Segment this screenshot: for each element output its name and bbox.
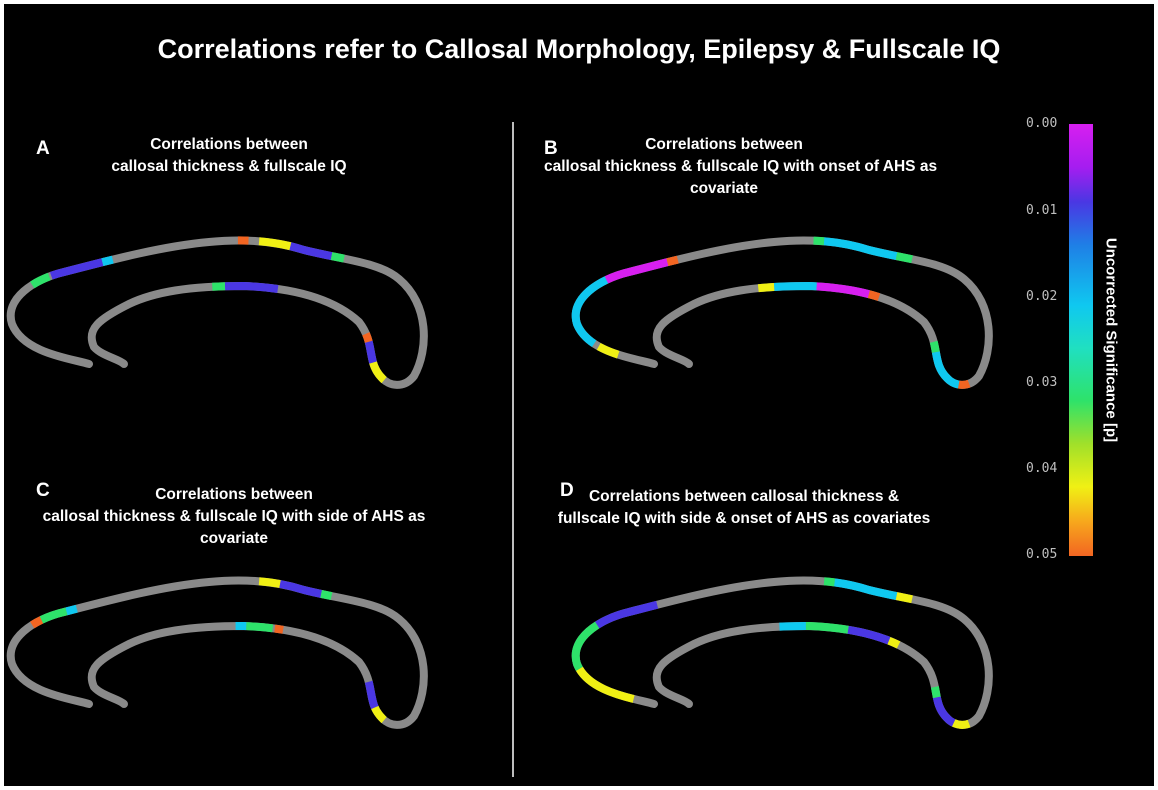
callosum-outline	[571, 576, 993, 729]
panel-c-title-line-2: callosal thickness & fullscale IQ with s…	[42, 508, 426, 525]
figure-title: Correlations refer to Callosal Morpholog…	[157, 34, 1001, 64]
panel-c-title-line-1: Correlations between	[155, 486, 313, 503]
colorbar-tick-5: 0.05	[1026, 547, 1058, 562]
callosum-outline	[6, 576, 428, 729]
callosum-panel-c	[6, 576, 428, 729]
callosum-b-group	[571, 236, 993, 389]
panel-b-letter: B	[544, 138, 558, 159]
colorbar-tick-0: 0.00	[1026, 116, 1058, 131]
callosum-outline	[571, 236, 993, 389]
colorbar-tick-2: 0.02	[1026, 289, 1058, 304]
significance-segment	[6, 236, 428, 389]
panel-d-title-line-2: fullscale IQ with side & onset of AHS as…	[557, 510, 931, 527]
colorbar-tick-4: 0.04	[1026, 461, 1058, 476]
panel-d-title: Correlations between callosal thickness …	[544, 486, 944, 530]
callosum-a-group	[6, 236, 428, 389]
colorbar-label: Uncorrected Significance [p]	[1102, 237, 1120, 443]
panel-b-title-line-3: covariate	[689, 180, 759, 197]
callosum-panel-a	[6, 236, 428, 389]
panel-b-title-line-1: Correlations between	[645, 136, 803, 153]
significance-segment	[6, 576, 428, 729]
panel-d-letter: D	[560, 480, 574, 501]
significance-segment	[571, 576, 993, 729]
significance-colorbar	[1069, 124, 1093, 556]
panel-b-title: Correlations between callosal thickness …	[544, 134, 938, 200]
callosum-c-group	[6, 576, 428, 729]
panel-a-title: Correlations between callosal thickness …	[64, 134, 394, 178]
figure-canvas: Correlations refer to Callosal Morpholog…	[4, 4, 1154, 786]
panel-b-title-line-2: callosal thickness & fullscale IQ with o…	[544, 158, 938, 175]
panel-d-title-line-1: Correlations between callosal thickness …	[588, 488, 900, 505]
callosum-d-group	[571, 576, 993, 729]
significance-segment	[571, 236, 993, 389]
panel-c-letter: C	[36, 480, 50, 501]
panel-c-title: Correlations between callosal thickness …	[24, 484, 444, 550]
callosum-panel-d	[571, 576, 993, 729]
panel-c-title-line-3: covariate	[199, 530, 269, 547]
colorbar-tick-1: 0.01	[1026, 203, 1058, 218]
callosum-outline	[6, 236, 428, 389]
panel-a-title-line-2: callosal thickness & fullscale IQ	[111, 158, 347, 175]
colorbar-tick-3: 0.03	[1026, 375, 1058, 390]
panel-a-title-line-1: Correlations between	[150, 136, 308, 153]
panel-a-letter: A	[36, 138, 50, 159]
panel-divider	[512, 122, 514, 777]
callosum-panel-b	[571, 236, 993, 389]
